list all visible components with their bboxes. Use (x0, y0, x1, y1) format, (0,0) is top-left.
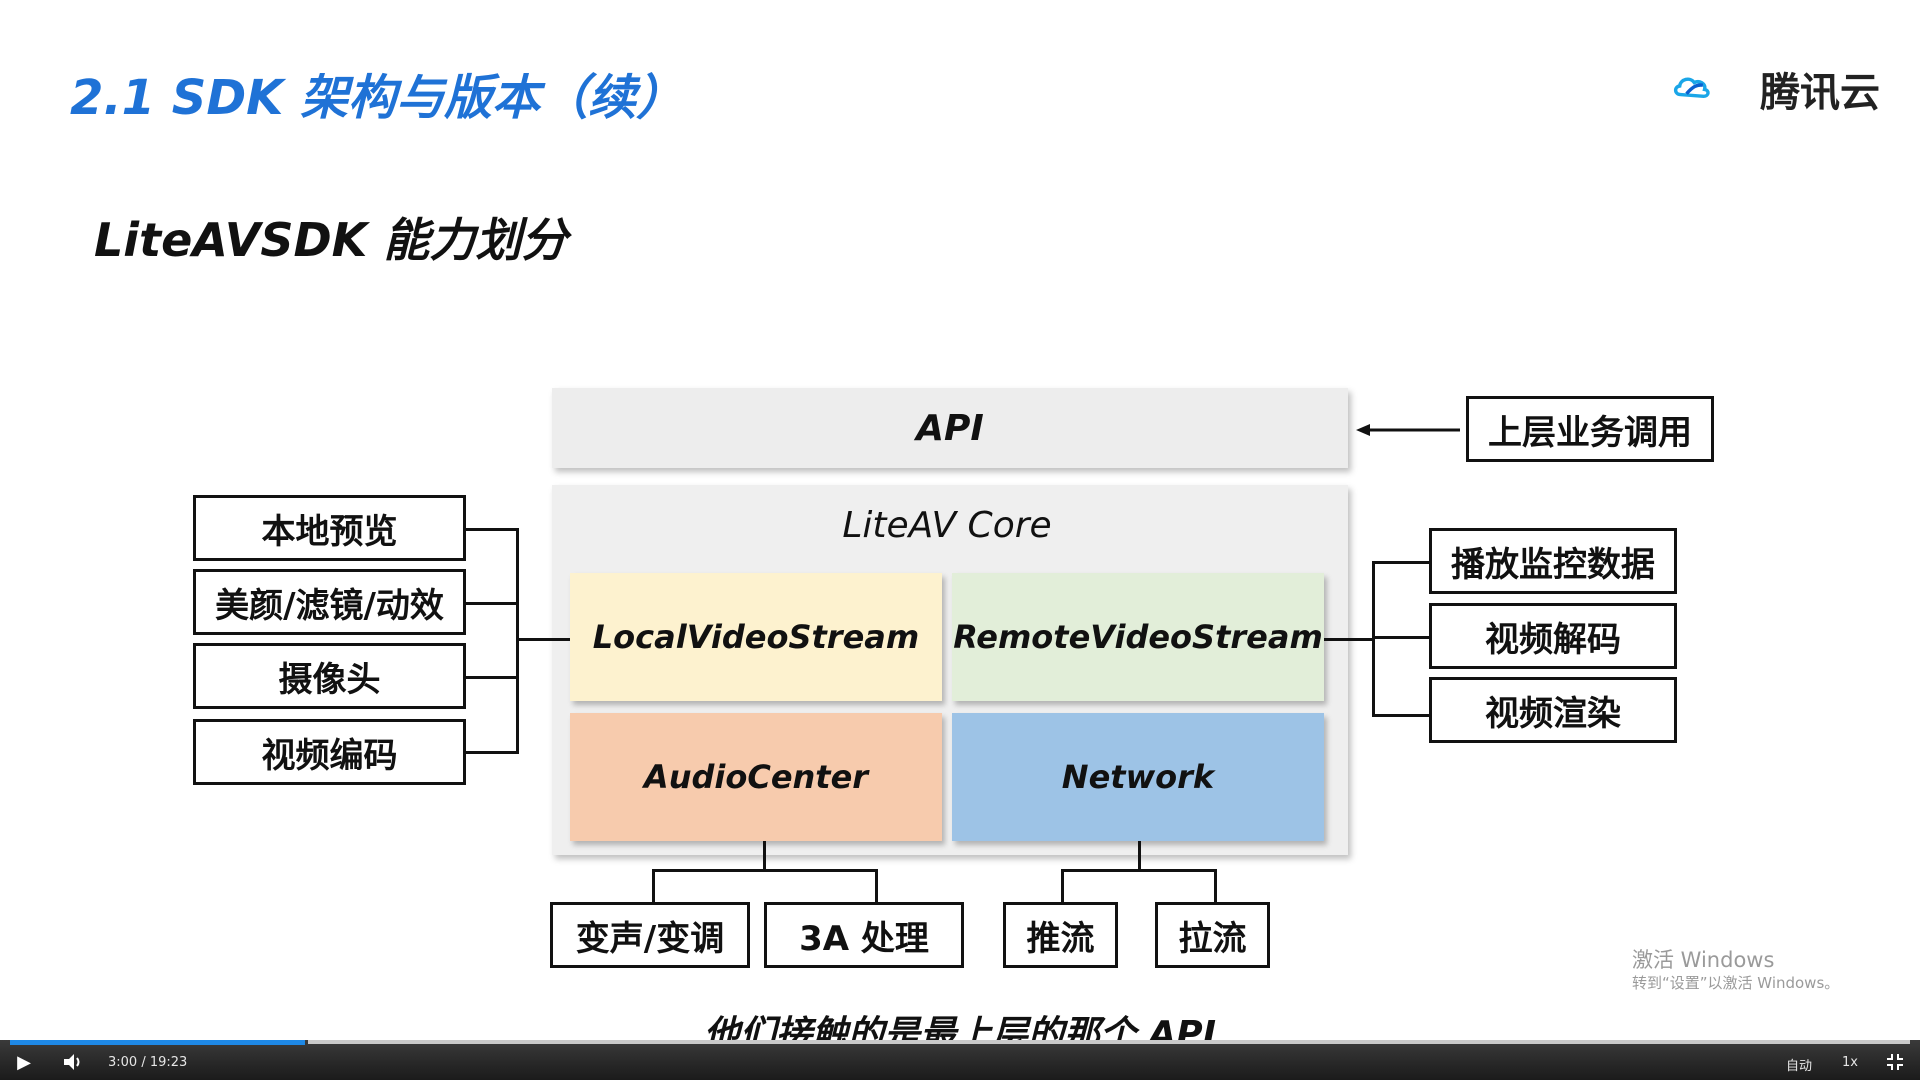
time-display: 3:00 / 19:23 (108, 1055, 188, 1070)
feature-local-preview: 本地预览 (193, 495, 466, 561)
connector-line (1214, 869, 1217, 903)
connector-line (516, 638, 570, 641)
connector-line (1324, 638, 1374, 641)
feature-video-render: 视频渲染 (1429, 677, 1677, 743)
module-network: Network (952, 713, 1324, 841)
connector-line (1372, 561, 1375, 717)
progress-track[interactable] (308, 1040, 1910, 1044)
feature-playback-monitor: 播放监控数据 (1429, 528, 1677, 594)
upper-call-box: 上层业务调用 (1466, 396, 1714, 462)
liteav-core-label: LiteAV Core (842, 505, 1052, 546)
feature-pull-stream: 拉流 (1155, 902, 1270, 968)
brand-name: 腾讯云 (1760, 70, 1880, 116)
connector-line (1372, 714, 1429, 717)
connector-line (763, 841, 766, 871)
activation-watermark-title: 激活 Windows (1632, 948, 1775, 972)
connector-line (875, 869, 878, 903)
quality-selector[interactable]: 自动 (1786, 1059, 1813, 1074)
volume-icon[interactable] (62, 1052, 84, 1072)
video-control-bar (0, 1040, 1920, 1080)
arrow-to-api (1356, 424, 1460, 436)
connector-line (516, 528, 519, 754)
feature-3a-processing: 3A 处理 (764, 902, 964, 968)
connector-line (466, 528, 518, 531)
activation-watermark-text: 转到“设置”以激活 Windows。 (1632, 974, 1840, 992)
exit-fullscreen-icon[interactable] (1886, 1053, 1904, 1071)
tencent-cloud-logo (1673, 77, 1710, 99)
slide-subtitle: LiteAVSDK 能力划分 (94, 213, 568, 267)
feature-push-stream: 推流 (1003, 902, 1118, 968)
play-icon[interactable]: ▶ (17, 1051, 31, 1073)
connector-line (1061, 869, 1064, 903)
progress-fill[interactable] (10, 1040, 305, 1045)
module-audio-center: AudioCenter (570, 713, 942, 841)
connector-line (466, 676, 518, 679)
slide-title: 2.1 SDK 架构与版本（续） (70, 70, 685, 126)
connector-line (1138, 841, 1141, 871)
connector-line (652, 869, 878, 872)
feature-camera: 摄像头 (193, 643, 466, 709)
connector-line (1372, 561, 1429, 564)
module-remote-video-stream: RemoteVideoStream (952, 573, 1324, 701)
connector-line (1061, 869, 1217, 872)
connector-line (652, 869, 655, 903)
feature-beauty-filter: 美颜/滤镜/动效 (193, 569, 466, 635)
feature-video-decode: 视频解码 (1429, 603, 1677, 669)
module-local-video-stream: LocalVideoStream (570, 573, 942, 701)
api-layer: API (552, 388, 1348, 468)
connector-line (466, 602, 518, 605)
speed-selector[interactable]: 1x (1842, 1055, 1858, 1070)
connector-line (466, 751, 518, 754)
feature-voice-change: 变声/变调 (550, 902, 750, 968)
connector-line (1372, 636, 1429, 639)
feature-video-encode: 视频编码 (193, 719, 466, 785)
